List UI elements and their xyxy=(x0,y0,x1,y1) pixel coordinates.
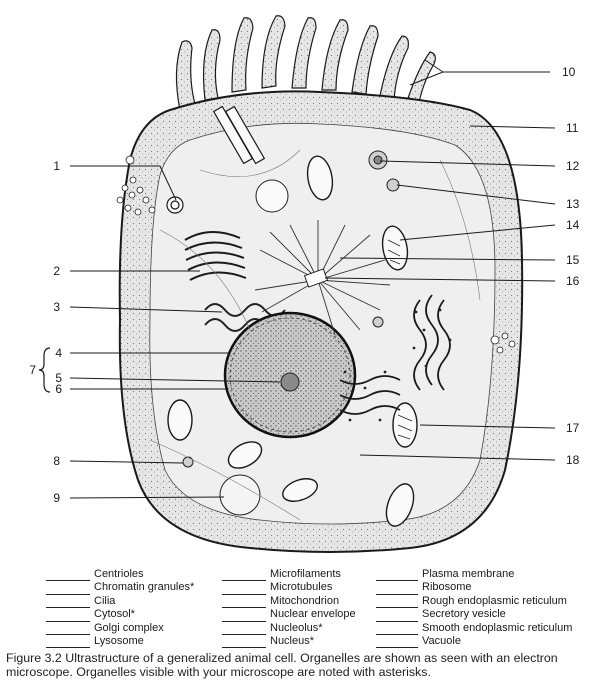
key-item: Nucleolus* xyxy=(222,622,356,635)
answer-blank[interactable] xyxy=(46,585,90,595)
answer-blank[interactable] xyxy=(46,612,90,622)
label-6: 6 xyxy=(55,382,62,396)
label-11: 11 xyxy=(566,121,579,135)
key-item: Microtubules xyxy=(222,581,356,594)
label-3: 3 xyxy=(53,300,60,314)
answer-blank[interactable] xyxy=(46,638,90,648)
answer-blank[interactable] xyxy=(222,571,266,581)
answer-blank[interactable] xyxy=(376,638,418,648)
label-7: 7 xyxy=(29,363,36,377)
label-8: 8 xyxy=(53,454,60,468)
label-4: 4 xyxy=(55,346,62,360)
caption-text: Ultrastructure of a generalized animal c… xyxy=(6,651,558,679)
key-item: Rough endoplasmic reticulum xyxy=(376,595,572,608)
answer-blank[interactable] xyxy=(222,638,266,648)
key-item: Nuclear envelope xyxy=(222,608,356,621)
answer-blank[interactable] xyxy=(222,585,266,595)
vacuole-2 xyxy=(220,475,260,515)
key-item: Ribosome xyxy=(376,581,572,594)
key-item: Cilia xyxy=(46,595,194,608)
label-17: 17 xyxy=(566,421,580,435)
key-item: Centrioles xyxy=(46,568,194,581)
key-item: Vacuole xyxy=(376,635,572,648)
key-column-1: Centrioles Chromatin granules* Cilia Cyt… xyxy=(46,568,194,648)
key-column-2: Microfilaments Microtubules Mitochondrio… xyxy=(222,568,356,648)
label-10: 10 xyxy=(562,65,576,79)
key-item: Golgi complex xyxy=(46,622,194,635)
label-12: 12 xyxy=(566,159,580,173)
answer-blank[interactable] xyxy=(376,598,418,608)
label-18: 18 xyxy=(566,453,580,467)
label-14: 14 xyxy=(566,218,580,232)
key-item: Nucleus* xyxy=(222,635,356,648)
label-7-brace xyxy=(39,348,50,392)
label-13: 13 xyxy=(566,197,580,211)
nucleus xyxy=(225,313,355,437)
key-item: Chromatin granules* xyxy=(46,581,194,594)
answer-blank[interactable] xyxy=(46,598,90,608)
label-9: 9 xyxy=(53,491,60,505)
key-item: Secretory vesicle xyxy=(376,608,572,621)
answer-blank[interactable] xyxy=(222,598,266,608)
key-item: Mitochondrion xyxy=(222,595,356,608)
nucleolus xyxy=(281,373,299,391)
key-item: Cytosol* xyxy=(46,608,194,621)
label-2: 2 xyxy=(53,264,60,278)
key-item: Smooth endoplasmic reticulum xyxy=(376,622,572,635)
key-column-3: Plasma membrane Ribosome Rough endoplasm… xyxy=(376,568,572,648)
figure-number: Figure 3.2 xyxy=(6,651,62,665)
key-item: Microfilaments xyxy=(222,568,356,581)
label-15: 15 xyxy=(566,253,580,267)
answer-blank[interactable] xyxy=(46,625,90,635)
answer-blank[interactable] xyxy=(376,585,418,595)
answer-blank[interactable] xyxy=(46,571,90,581)
answer-blank[interactable] xyxy=(376,625,418,635)
answer-blank[interactable] xyxy=(376,612,418,622)
answer-blank[interactable] xyxy=(222,612,266,622)
answer-blank[interactable] xyxy=(222,625,266,635)
key-item: Plasma membrane xyxy=(376,568,572,581)
figure-caption: Figure 3.2 Ultrastructure of a generaliz… xyxy=(6,651,606,679)
label-1: 1 xyxy=(53,159,60,173)
answer-blank[interactable] xyxy=(376,571,418,581)
label-16: 16 xyxy=(566,274,580,288)
cell-diagram: 1 2 3 4 5 6 7 8 9 10 11 12 13 14 15 16 1… xyxy=(0,0,615,560)
key-item: Lysosome xyxy=(46,635,194,648)
vacuole xyxy=(256,180,288,212)
